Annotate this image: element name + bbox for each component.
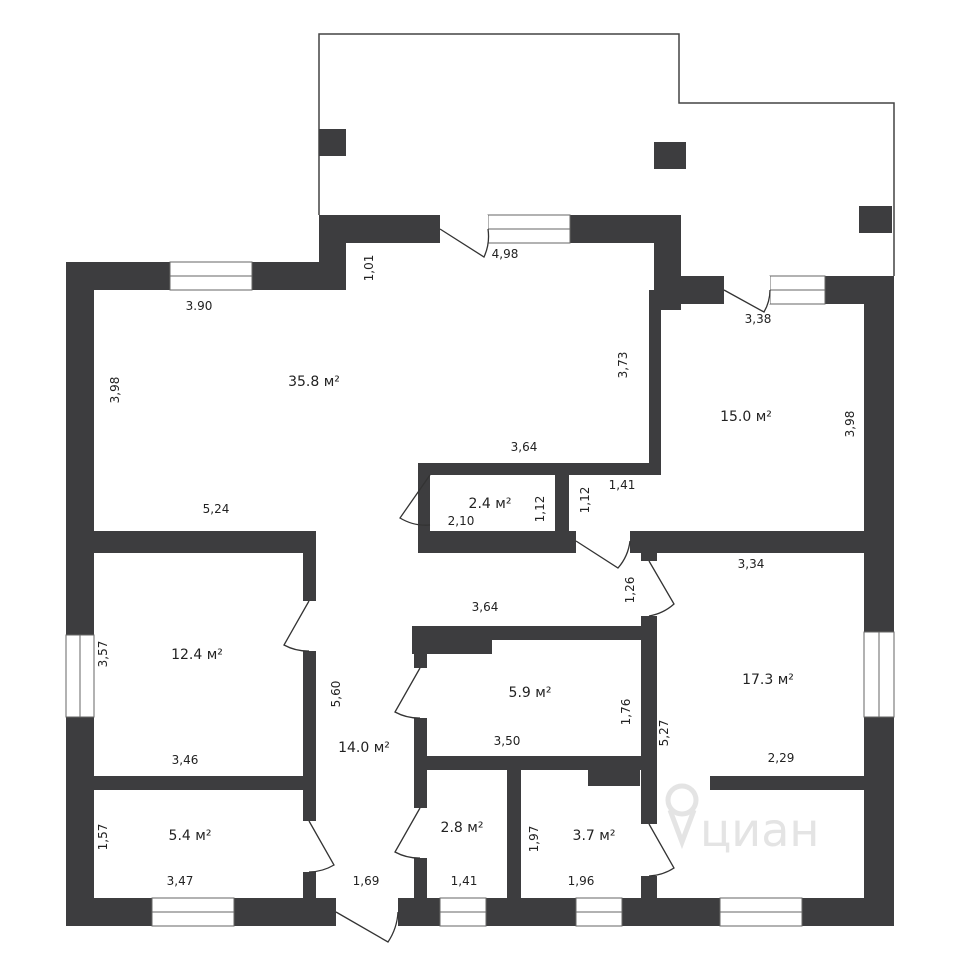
door-gap	[440, 215, 488, 243]
dimension-label: 5,60	[329, 681, 343, 708]
window	[863, 631, 895, 718]
dimension-label: 3,64	[472, 600, 499, 614]
wall-inner	[414, 858, 427, 902]
room-areas: 35.8 м² 15.0 м² 2.4 м² 12.4 м² 14.0 м² 5…	[169, 374, 794, 844]
dimension-label: 4,98	[492, 247, 519, 261]
dimension-label: 3,98	[843, 411, 857, 438]
wall-inner	[630, 531, 864, 553]
dimension-label: 3,46	[172, 753, 199, 767]
door-swing	[399, 474, 431, 526]
wall-inner	[94, 776, 316, 790]
wall-inner	[418, 531, 576, 553]
dimension-label: 1,69	[353, 874, 380, 888]
wall-outer	[66, 262, 94, 926]
map-pin-icon	[665, 783, 699, 850]
window	[769, 275, 826, 305]
dimension-label: 3,34	[738, 557, 765, 571]
room-area-hall: 14.0 м²	[338, 740, 390, 756]
wall-inner	[418, 463, 430, 553]
wall-inner	[588, 770, 640, 786]
dimension-label: 3,98	[108, 377, 122, 404]
terrace-pillar	[859, 206, 892, 233]
wall-inner	[641, 553, 657, 561]
door-swing	[723, 289, 771, 313]
door-swing	[308, 820, 335, 873]
wall-inner	[555, 475, 569, 553]
dimension-label: 1,12	[578, 487, 592, 514]
window	[151, 897, 235, 927]
door-swing	[648, 823, 675, 877]
door-gap	[724, 276, 770, 304]
dimension-label: 2,10	[448, 514, 475, 528]
dimension-label: 5,24	[203, 502, 230, 516]
dimension-label: 1,12	[533, 496, 547, 523]
door-swing	[575, 540, 631, 569]
door-swing	[439, 228, 490, 258]
window	[575, 897, 623, 927]
room-area-bedroom-e: 17.3 м²	[742, 672, 794, 688]
room-area-bedroom-w: 12.4 м²	[171, 647, 223, 663]
dimension-label: 3.90	[186, 299, 213, 313]
dimension-label: 3,57	[96, 641, 110, 668]
dimension-label: 3,64	[511, 440, 538, 454]
room-area-sw: 5.4 м²	[169, 828, 212, 844]
dimension-label: 1,97	[527, 826, 541, 853]
dimension-label: 3,38	[745, 312, 772, 326]
wall-inner	[710, 776, 864, 790]
doors	[283, 215, 771, 943]
room-area-bath-mid: 5.9 м²	[509, 685, 552, 701]
window	[439, 897, 487, 927]
wall-inner	[303, 872, 316, 902]
dimension-label: 3,47	[167, 874, 194, 888]
wall-inner	[641, 876, 657, 902]
door-swing	[283, 600, 310, 652]
dimension-label: 3,73	[616, 352, 630, 379]
room-area-bath-small: 3.7 м²	[573, 828, 616, 844]
door-gap	[336, 898, 398, 926]
terrace-pillar	[654, 142, 686, 169]
wall-outer	[864, 276, 894, 926]
terrace-outline	[318, 33, 895, 276]
room-area-wc: 2.8 м²	[441, 820, 484, 836]
dimension-label: 3,50	[494, 734, 521, 748]
dimension-labels: 3.90 1,01 4,98 3,98 3,73 3,38 3,98 3,64 …	[96, 247, 857, 888]
dimension-label: 1,01	[362, 255, 376, 282]
door-swing	[335, 911, 399, 943]
dimension-label: 1,57	[96, 824, 110, 851]
dimension-label: 1,26	[623, 577, 637, 604]
watermark: циан	[665, 783, 819, 857]
wall-inner	[507, 770, 521, 902]
door-swing	[648, 560, 675, 617]
dimension-label: 2,29	[768, 751, 795, 765]
wall-inner	[414, 756, 654, 770]
door-swing	[394, 807, 421, 859]
window	[65, 634, 95, 718]
room-area-bedroom-ne: 15.0 м²	[720, 409, 772, 425]
wall-inner	[94, 531, 316, 553]
wall-inner	[303, 531, 316, 601]
window	[487, 214, 571, 244]
windows	[65, 214, 895, 927]
watermark-text: циан	[700, 803, 819, 857]
dimension-label: 1,41	[451, 874, 478, 888]
dimension-label: 5,27	[657, 720, 671, 747]
dimension-label: 1,41	[609, 478, 636, 492]
terrace-pillar	[319, 129, 346, 156]
wall-inner	[414, 626, 427, 668]
window	[719, 897, 803, 927]
room-area-living: 35.8 м²	[288, 374, 340, 390]
door-swing	[394, 667, 421, 719]
wall-inner	[641, 616, 657, 824]
dimension-label: 1,96	[568, 874, 595, 888]
wall-inner	[649, 290, 661, 475]
wall-inner	[418, 463, 661, 475]
room-area-closet: 2.4 м²	[469, 496, 512, 512]
dimension-label: 1,76	[619, 699, 633, 726]
wall-inner	[303, 651, 316, 821]
window	[169, 261, 253, 291]
